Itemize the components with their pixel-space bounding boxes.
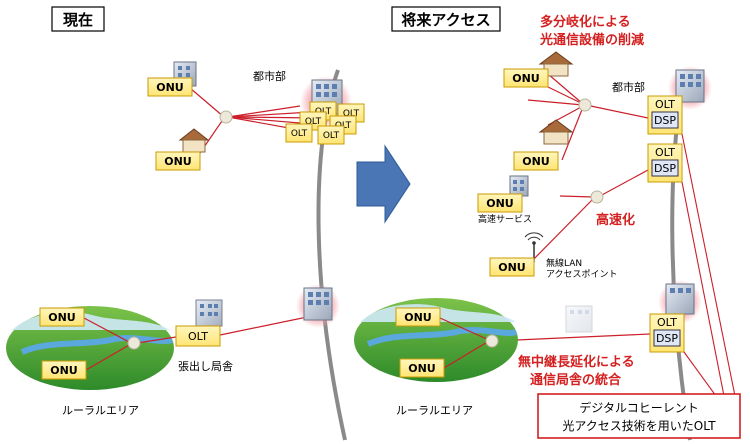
branch-olt-box: [175, 325, 221, 347]
right-urban-fibers: [494, 73, 651, 342]
right-urban-label: 都市部: [612, 80, 645, 94]
onu-box: [489, 257, 535, 277]
left-rural-fibers: [83, 315, 313, 371]
right-urban-house-icon: [538, 51, 574, 77]
olt-box: [317, 125, 345, 145]
dsp-label: DSP: [656, 332, 678, 345]
onu-box: [41, 360, 87, 380]
callout-box: [537, 393, 741, 439]
callout-text-1: デジタルコヒーレント: [579, 400, 699, 415]
onu-label: ONU: [404, 311, 432, 324]
onu-label: ONU: [164, 155, 192, 168]
left-rural-splitter: [127, 336, 141, 350]
left-olt-stack: OLT OLT OLT OLT OLT OLT: [285, 101, 365, 145]
onu-label: ONU: [522, 155, 550, 168]
high-speed-service-label: 高速サービス: [478, 213, 532, 225]
no-repeater-annotation-1: 無中継長延化による: [518, 354, 635, 370]
transition-arrow: [356, 144, 411, 224]
left-central-office-building: [303, 287, 333, 321]
current-title-box: [51, 6, 105, 32]
onu-box: [399, 358, 445, 378]
left-urban-splitter: [219, 110, 233, 124]
onu-box: [395, 307, 441, 327]
right-service-splitter: [590, 190, 604, 204]
branch-office-label: 張出し局舎: [178, 359, 233, 373]
wireless-lan-label-1: 無線LAN: [546, 257, 582, 269]
dsp-label: DSP: [654, 162, 676, 175]
callout-pointer-lines: [681, 133, 736, 397]
multi-branch-annotation-1: 多分岐化による: [540, 14, 631, 30]
olt-label: OLT: [305, 117, 322, 127]
olt-label: OLT: [343, 109, 360, 119]
onu-label: ONU: [50, 364, 78, 377]
left-urban-house-icon: [178, 128, 210, 153]
onu-box: [39, 307, 85, 327]
olt-label: OLT: [291, 129, 308, 139]
right-olt-dsp-unit-3: OLT DSP: [649, 313, 685, 353]
olt-label: OLT: [657, 316, 677, 329]
right-rural-splitter: [485, 334, 499, 348]
future-title: 将来アクセス: [401, 11, 490, 29]
onu-label: ONU: [486, 197, 514, 210]
callout-text-2: 光アクセス技術を用いたOLT: [562, 419, 716, 433]
no-repeater-annotation-2: 通信局舎の統合: [530, 372, 622, 388]
right-olt-dsp-unit-1: OLT DSP: [647, 95, 683, 135]
removed-branch-office-building: [565, 305, 593, 333]
high-speed-annotation: 高速化: [596, 212, 635, 228]
right-olt-dsp-unit-2: OLT DSP: [647, 143, 683, 183]
right-rural-fibers: [439, 317, 490, 369]
right-urban-house-icon: [538, 119, 574, 145]
onu-box: [477, 193, 523, 213]
onu-box: [147, 77, 193, 97]
onu-label: ONU: [512, 72, 540, 85]
dsp-label: DSP: [654, 114, 676, 127]
olt-label: OLT: [655, 98, 675, 111]
right-rural-label: ルーラルエリア: [396, 404, 473, 417]
right-central-office-building: [665, 283, 695, 315]
left-urban-label: 都市部: [253, 69, 286, 83]
wireless-lan-label-2: アクセスポイント: [546, 269, 618, 280]
onu-label: ONU: [48, 311, 76, 324]
onu-label: ONU: [408, 362, 436, 375]
current-title: 現在: [63, 11, 93, 29]
left-rural-landscape: [6, 294, 174, 390]
olt-label: OLT: [655, 146, 675, 159]
left-rural-label: ルーラルエリア: [62, 404, 139, 417]
multi-branch-annotation-2: 光通信設備の削減: [539, 32, 644, 48]
olt-box: [285, 123, 313, 143]
future-title-box: [391, 6, 501, 32]
onu-box: [513, 151, 559, 171]
left-branch-office-building: [195, 299, 223, 327]
onu-box: [155, 151, 201, 171]
onu-label: ONU: [498, 261, 526, 274]
onu-label: ONU: [156, 81, 184, 94]
right-urban-splitter: [578, 98, 592, 112]
high-speed-service-building: [509, 175, 529, 197]
branch-olt-label: OLT: [188, 330, 208, 343]
onu-box: [503, 68, 549, 88]
olt-label: OLT: [323, 131, 340, 141]
